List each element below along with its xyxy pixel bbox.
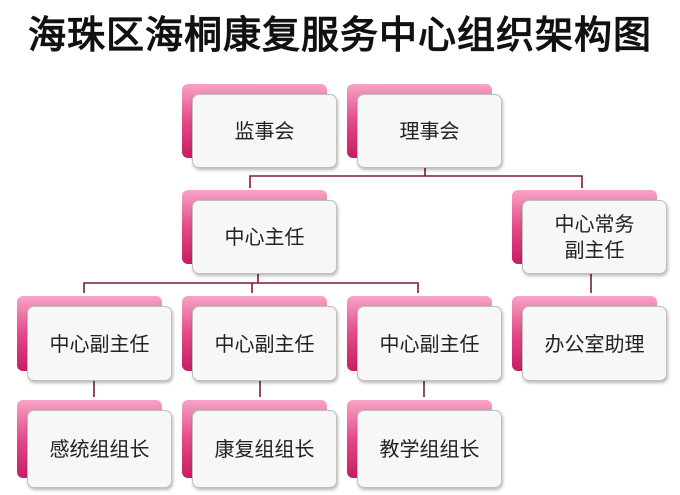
node-executive-deputy-label: 中心常务副主任 (522, 200, 667, 274)
node-deputy-1: 中心副主任 (17, 296, 172, 381)
node-board-label: 理事会 (357, 94, 502, 168)
node-rehab-lead: 康复组组长 (182, 400, 337, 488)
page-title: 海珠区海桐康复服务中心组织架构图 (27, 12, 652, 57)
node-board: 理事会 (347, 84, 502, 168)
node-deputy-1-label: 中心副主任 (27, 306, 172, 381)
connector-director-branch (83, 274, 419, 293)
node-deputy-2: 中心副主任 (182, 296, 337, 381)
node-director: 中心主任 (182, 190, 337, 274)
node-office-assistant: 办公室助理 (512, 296, 667, 381)
node-teaching-lead-label: 教学组组长 (357, 410, 502, 488)
node-supervisory-label: 监事会 (192, 94, 337, 168)
node-deputy-3: 中心副主任 (347, 296, 502, 381)
node-teaching-lead: 教学组组长 (347, 400, 502, 488)
node-executive-deputy: 中心常务副主任 (512, 190, 667, 274)
node-rehab-lead-label: 康复组组长 (192, 410, 337, 488)
node-deputy-3-label: 中心副主任 (357, 306, 502, 381)
node-office-assistant-label: 办公室助理 (522, 306, 667, 381)
node-supervisory: 监事会 (182, 84, 337, 168)
node-deputy-2-label: 中心副主任 (192, 306, 337, 381)
node-sensory-lead: 感统组组长 (17, 400, 172, 488)
node-sensory-lead-label: 感统组组长 (27, 410, 172, 488)
node-director-label: 中心主任 (192, 200, 337, 274)
connector-board-branch (249, 168, 583, 188)
